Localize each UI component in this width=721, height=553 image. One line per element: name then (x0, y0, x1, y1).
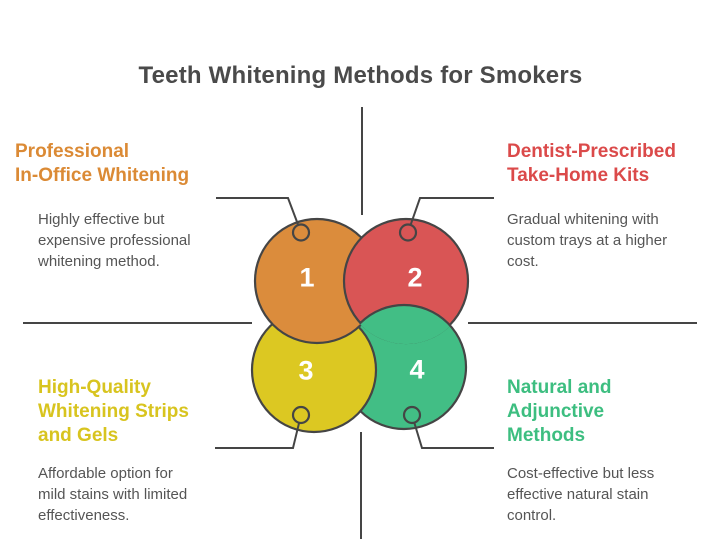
connector-4-line (413, 422, 494, 449)
connector-2-ring (398, 223, 418, 242)
page-title: Teeth Whitening Methods for Smokers (138, 62, 583, 90)
method-2-description: Gradual whitening with custom trays at a… (507, 211, 668, 270)
method-3-heading: High-Quality Whitening Strips and Gels (38, 377, 189, 446)
method-4-description: Cost-effective but less effective natura… (507, 465, 655, 524)
connector-3-line (215, 422, 301, 449)
method-1-description: Highly effective but expensive professio… (38, 211, 191, 270)
method-3-description: Affordable option for mild stains with l… (38, 465, 188, 524)
circle-4-number: 4 (409, 355, 424, 385)
connector-1-ring (291, 223, 311, 242)
connector-2-line (409, 197, 494, 226)
connector-1-line (216, 197, 300, 226)
method-2-heading: Dentist-Prescribed Take-Home Kits (507, 141, 676, 186)
circle-3-number: 3 (298, 356, 313, 386)
connector-3-ring (291, 405, 311, 425)
connector-4-ring (402, 405, 422, 425)
circle-1-number: 1 (299, 263, 314, 293)
method-4-heading: Natural and Adjunctive Methods (507, 377, 612, 446)
method-1-heading: Professional In-Office Whitening (15, 141, 190, 186)
circle-2-number: 2 (407, 263, 422, 293)
